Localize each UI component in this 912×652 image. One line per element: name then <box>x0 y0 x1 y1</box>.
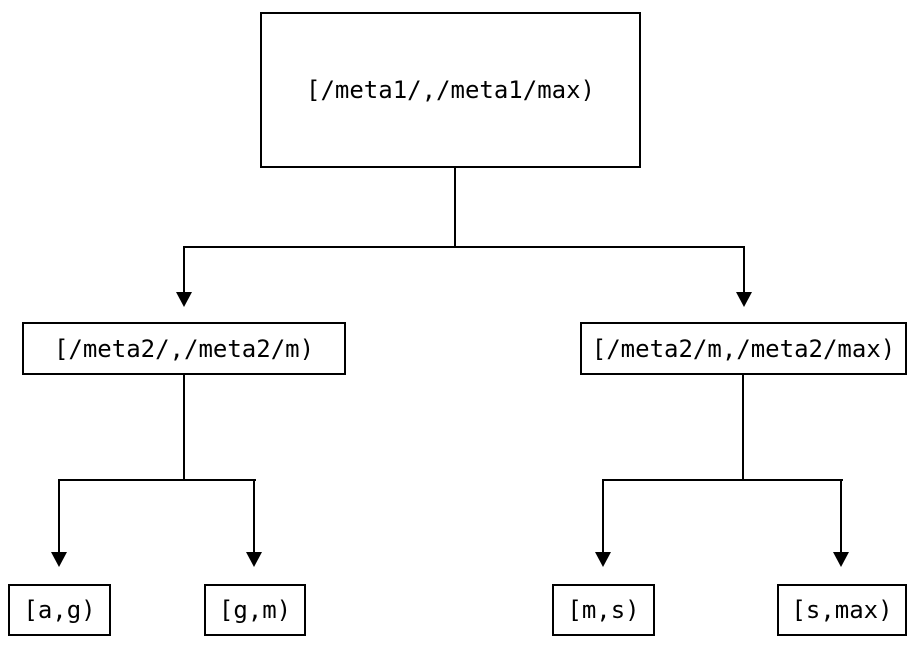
node-meta2-high-label: [/meta2/m,/meta2/max) <box>591 334 896 363</box>
edge-left-subtree-horizontal-line <box>58 479 256 481</box>
node-root-interval: [/meta1/,/meta1/max) <box>260 12 641 168</box>
node-leaf-ag-label: [a,g) <box>23 596 96 624</box>
edge-meta2-low-stem-line <box>183 374 185 480</box>
arrowhead-down-icon <box>736 292 752 307</box>
node-leaf-smax-label: [s,max) <box>791 596 893 624</box>
arrowhead-down-icon <box>176 292 192 307</box>
node-meta2-low-interval: [/meta2/,/meta2/m) <box>22 322 346 375</box>
node-leaf-smax-interval: [s,max) <box>777 584 907 636</box>
edge-meta2-low-to-leaf-ag-line <box>58 479 60 553</box>
node-meta2-low-label: [/meta2/,/meta2/m) <box>53 334 315 363</box>
node-meta2-high-interval: [/meta2/m,/meta2/max) <box>580 322 907 375</box>
node-root-label: [/meta1/,/meta1/max) <box>306 76 595 104</box>
arrowhead-down-icon <box>833 552 849 567</box>
arrowhead-down-icon <box>595 552 611 567</box>
edge-root-stem-line <box>454 167 456 247</box>
edge-root-to-meta2-high-line <box>743 246 745 292</box>
edge-meta2-low-to-leaf-gm-line <box>253 479 255 553</box>
node-leaf-ms-label: [m,s) <box>567 596 640 624</box>
node-leaf-ms-interval: [m,s) <box>552 584 655 636</box>
edge-meta2-high-to-leaf-ms-line <box>602 479 604 553</box>
node-leaf-gm-interval: [g,m) <box>204 584 306 636</box>
node-leaf-gm-label: [g,m) <box>218 596 292 624</box>
node-leaf-ag-interval: [a,g) <box>8 584 111 636</box>
edge-level1-horizontal-line <box>183 246 745 248</box>
edge-meta2-high-to-leaf-smax-line <box>840 479 842 553</box>
arrowhead-down-icon <box>246 552 262 567</box>
edge-right-subtree-horizontal-line <box>603 479 843 481</box>
edge-root-to-meta2-low-line <box>183 246 185 292</box>
arrowhead-down-icon <box>51 552 67 567</box>
edge-meta2-high-stem-line <box>742 374 744 480</box>
